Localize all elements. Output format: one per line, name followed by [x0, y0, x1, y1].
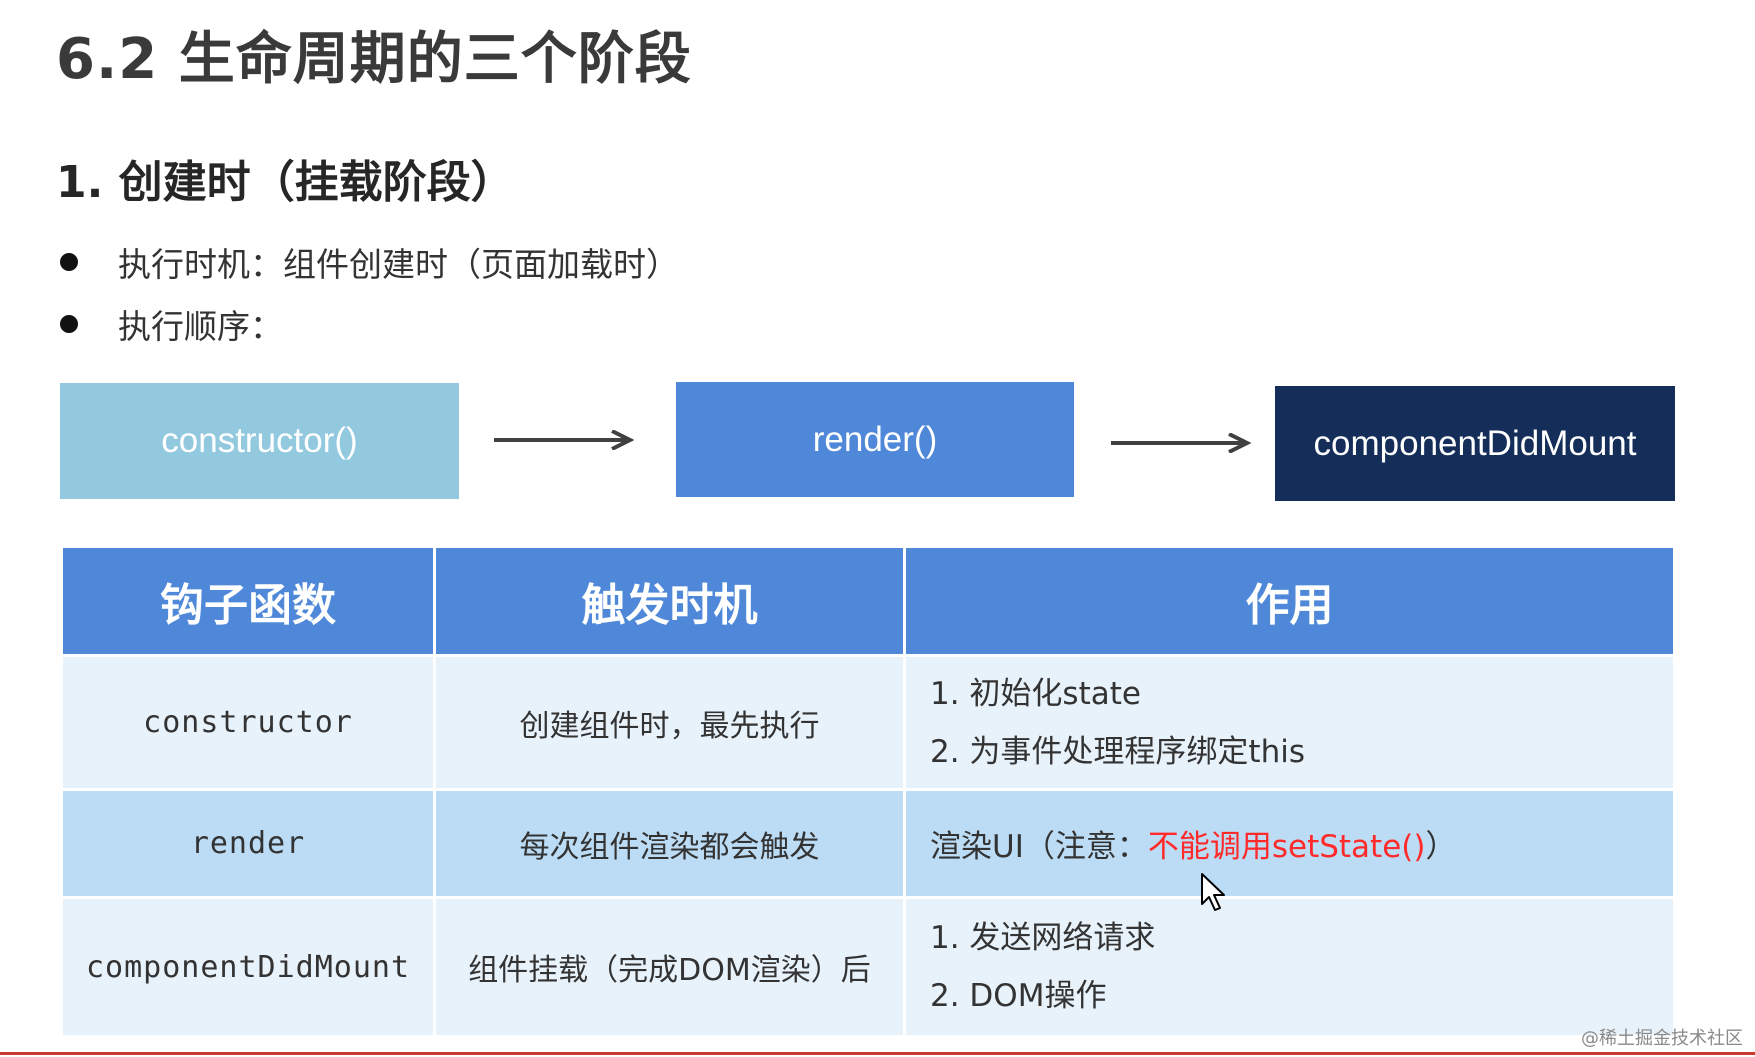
effect-cell: 1. 初始化state 2. 为事件处理程序绑定this [903, 654, 1676, 791]
column-header-hook: 钩子函数 [60, 545, 436, 657]
trigger-cell: 每次组件渲染都会触发 [433, 788, 906, 899]
effect-cell: 1. 发送网络请求 2. DOM操作 [903, 896, 1676, 1038]
hook-cell: render [60, 788, 436, 899]
effect-line: 2. DOM操作 [930, 978, 1107, 1014]
column-header-trigger: 触发时机 [433, 545, 906, 657]
table-header-row: 钩子函数 触发时机 作用 [60, 545, 1676, 657]
flow-step-constructor: constructor() [60, 383, 459, 499]
arrow-right-icon [1111, 433, 1251, 453]
flow-step-componentdidmount: componentDidMount [1275, 386, 1675, 501]
bullet-dot-icon [60, 253, 78, 271]
table-row: componentDidMount 组件挂载（完成DOM渲染）后 1. 发送网络… [60, 896, 1676, 1038]
trigger-cell: 组件挂载（完成DOM渲染）后 [433, 896, 906, 1038]
lifecycle-table: 钩子函数 触发时机 作用 constructor 创建组件时，最先执行 1. 初… [60, 545, 1676, 1038]
bullet-execution-timing: 执行时机：组件创建时（页面加载时） [56, 238, 679, 286]
hook-cell: componentDidMount [60, 896, 436, 1038]
table-row: render 每次组件渲染都会触发 渲染UI（注意：不能调用setState()… [60, 788, 1676, 899]
effect-warning: 不能调用setState() [1147, 829, 1426, 865]
bullet-text: 执行时机：组件创建时（页面加载时） [118, 245, 679, 284]
effect-line: 1. 初始化state [930, 675, 1141, 712]
effect-line: 1. 发送网络请求 [930, 920, 1156, 956]
bullet-dot-icon [60, 315, 78, 333]
trigger-cell: 创建组件时，最先执行 [433, 654, 906, 791]
effect-prefix: 渲染UI（注意： [930, 829, 1148, 865]
table-row: constructor 创建组件时，最先执行 1. 初始化state 2. 为事… [60, 654, 1676, 791]
column-header-effect: 作用 [903, 545, 1676, 657]
effect-line: 2. 为事件处理程序绑定this [930, 733, 1305, 770]
hook-cell: constructor [60, 654, 436, 791]
bullet-text: 执行顺序： [118, 307, 283, 346]
arrow-right-icon [494, 430, 634, 450]
flow-step-render: render() [676, 382, 1074, 497]
section-title: 1. 创建时（挂载阶段） [56, 157, 515, 208]
page-title: 6.2 生命周期的三个阶段 [56, 27, 692, 92]
watermark: @稀土掘金技术社区 [1581, 1028, 1743, 1049]
bullet-execution-order: 执行顺序： [56, 300, 283, 348]
effect-suffix: ） [1425, 829, 1457, 865]
effect-cell: 渲染UI（注意：不能调用setState()） [903, 788, 1676, 899]
bottom-divider [0, 1052, 1755, 1055]
mouse-cursor-icon [1201, 873, 1225, 911]
